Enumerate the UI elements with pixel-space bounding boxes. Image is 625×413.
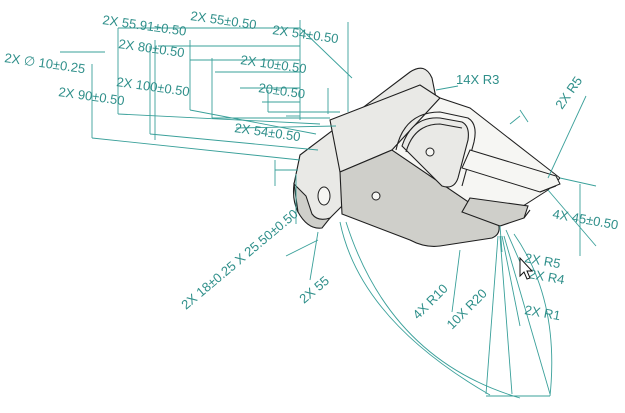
dim-label: 2X 18±0.25 X 25.50±0.50	[178, 206, 300, 312]
dim-label: 2X 55.91±0.50	[102, 12, 188, 39]
flange-side-face	[293, 182, 332, 229]
tab-edge	[523, 185, 557, 219]
dimension-lines	[60, 20, 597, 399]
dim-label: 10X R20	[444, 286, 490, 332]
dim-label: 2X R4	[527, 266, 565, 287]
dim-label: 2X 100±0.50	[116, 74, 191, 99]
body-hole-left	[371, 191, 381, 201]
dim-label: 2X R5	[552, 74, 585, 112]
dim-label: 2X 10±0.50	[240, 52, 308, 76]
bracket-part	[292, 67, 561, 247]
dim-label: 4X 45±0.50	[551, 206, 619, 232]
lower-tab	[461, 197, 529, 227]
arrow-pointer-icon	[519, 256, 534, 280]
dim-label: 2X ∅ 10±0.25	[4, 50, 87, 76]
dim-label: 4X R10	[410, 281, 451, 322]
dim-label: 2X R5	[523, 250, 561, 271]
dim-label: 2X 54±0.50	[234, 120, 302, 144]
channel-lip-inner	[405, 123, 463, 153]
dim-label: 14X R3	[456, 72, 499, 87]
dim-label: 2X 80±0.50	[118, 36, 186, 60]
dim-label: 2X R1	[523, 302, 561, 323]
dim-label: 2X 54±0.50	[272, 22, 340, 46]
dim-label: 2X 55±0.50	[190, 8, 258, 32]
dim-label: 2X 55	[296, 273, 332, 306]
channel-inner-wall	[401, 117, 469, 188]
flange-hole	[317, 186, 331, 206]
body-hole-right	[425, 147, 435, 157]
channel-lip	[395, 111, 476, 187]
dim-label: 20±0.50	[258, 80, 307, 101]
